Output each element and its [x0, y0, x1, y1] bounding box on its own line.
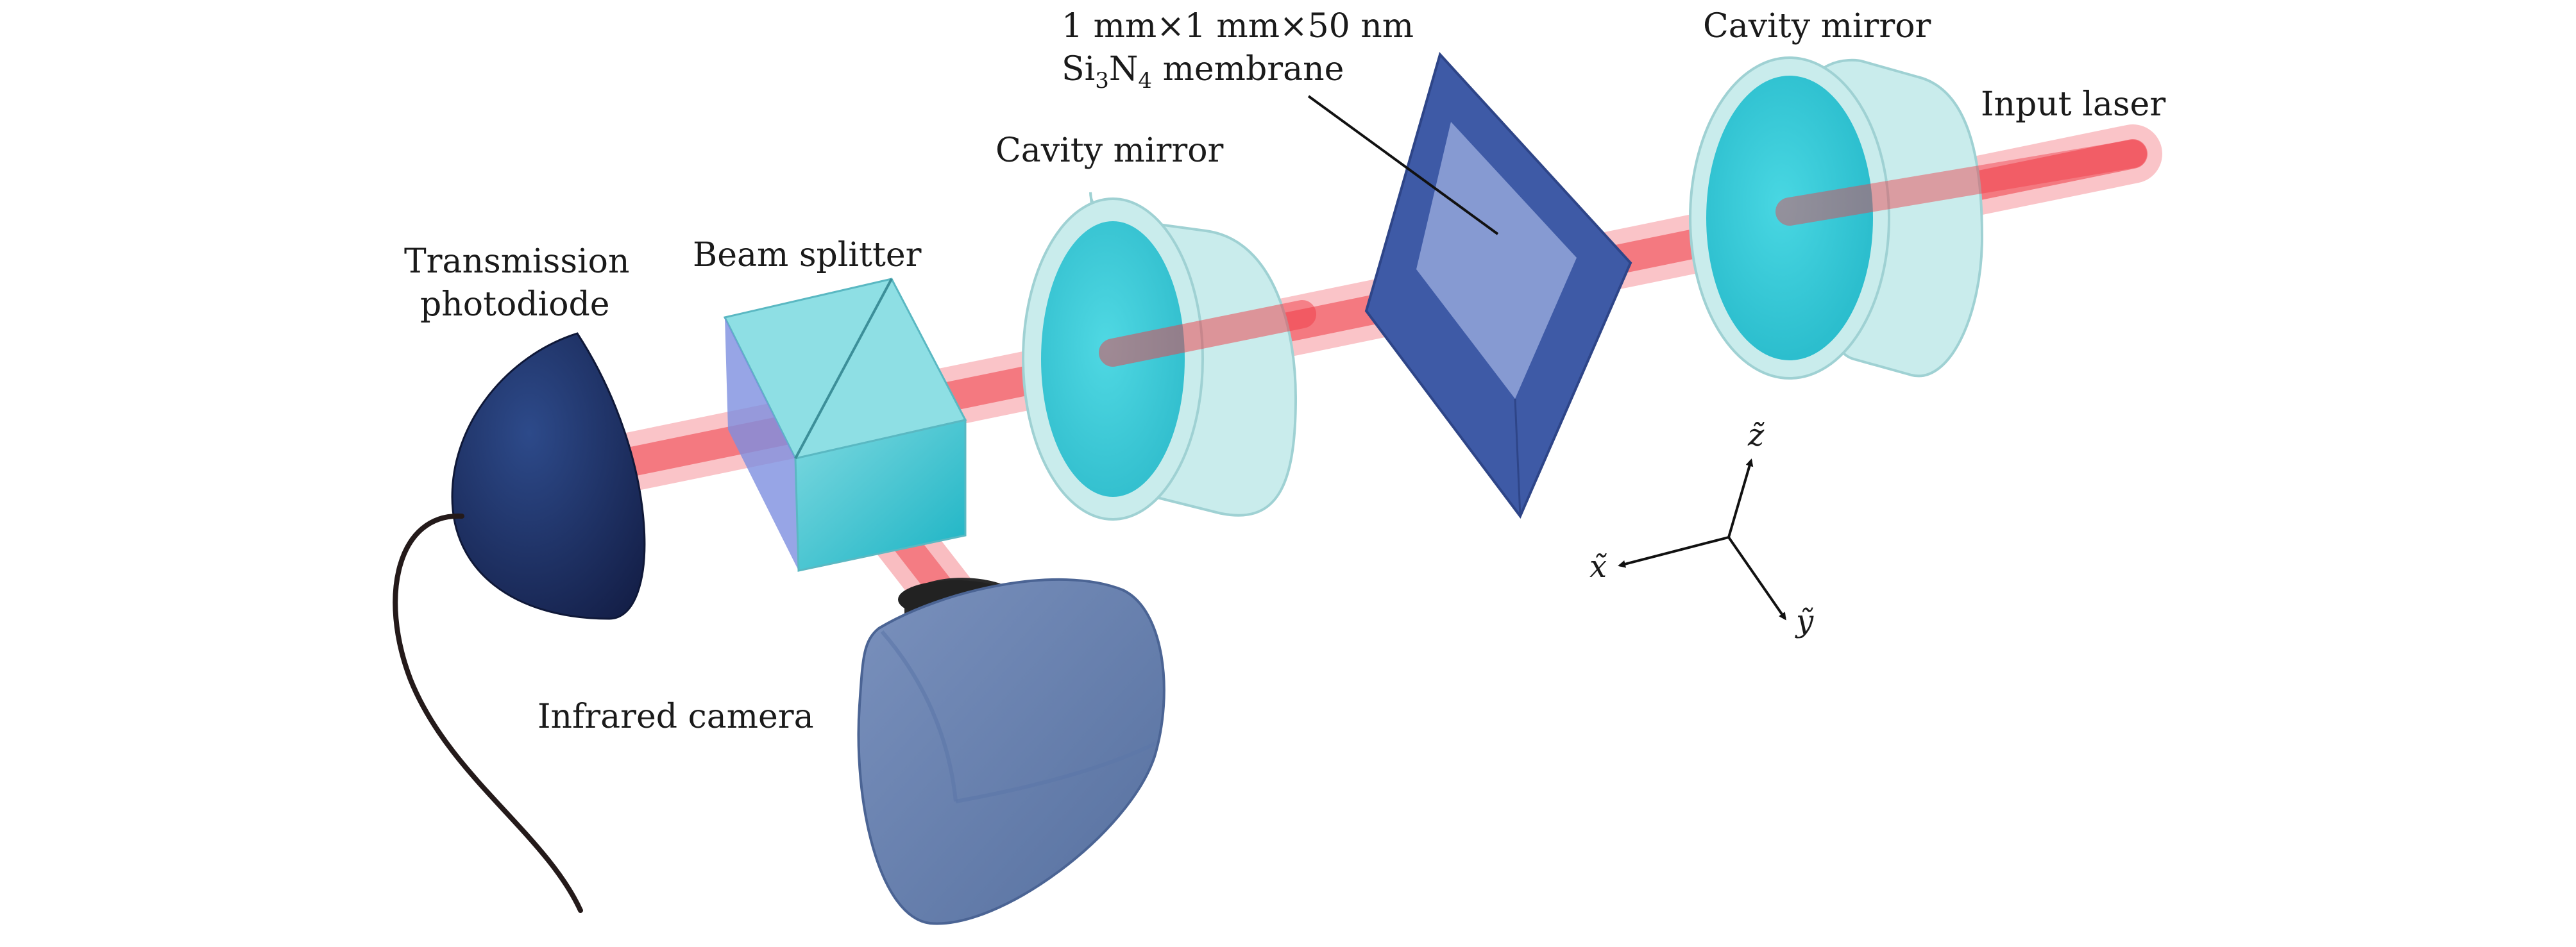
coordinate-axes: x̃ z̃ ỹ — [1589, 417, 1814, 639]
transmission-photodiode — [393, 332, 646, 913]
beam-splitter-label: Beam splitter — [693, 236, 922, 274]
infrared-camera — [857, 578, 1165, 925]
input-laser-label: Input laser — [1981, 85, 2165, 124]
x-axis-label: x̃ — [1589, 549, 1607, 585]
z-axis-label: z̃ — [1747, 417, 1765, 453]
si3n4-membrane — [1364, 52, 1632, 519]
y-axis-arrow — [1727, 536, 1786, 621]
membrane-material-label: Si3N4 membrane — [1062, 50, 1344, 94]
cavity-mirror-left-label: Cavity mirror — [996, 131, 1224, 170]
transmission-label-line1: Transmission — [404, 242, 629, 281]
infrared-camera-label: Infrared camera — [538, 698, 814, 736]
beam-splitter-cube — [723, 278, 967, 572]
cavity-mirror-right — [1689, 56, 2147, 380]
membrane-pointer-line — [1307, 95, 1499, 235]
membrane-dimensions-label: 1 mm×1 mm×50 nm — [1062, 7, 1414, 46]
z-axis-arrow — [1727, 458, 1754, 538]
cavity-mirror-left — [1022, 192, 1316, 521]
x-axis-arrow — [1618, 536, 1729, 568]
photodiode-cable — [393, 513, 583, 913]
y-axis-label: ỹ — [1795, 603, 1814, 639]
cavity-mirror-right-label: Cavity mirror — [1703, 7, 1931, 46]
transmission-label-line2: photodiode — [420, 285, 610, 324]
